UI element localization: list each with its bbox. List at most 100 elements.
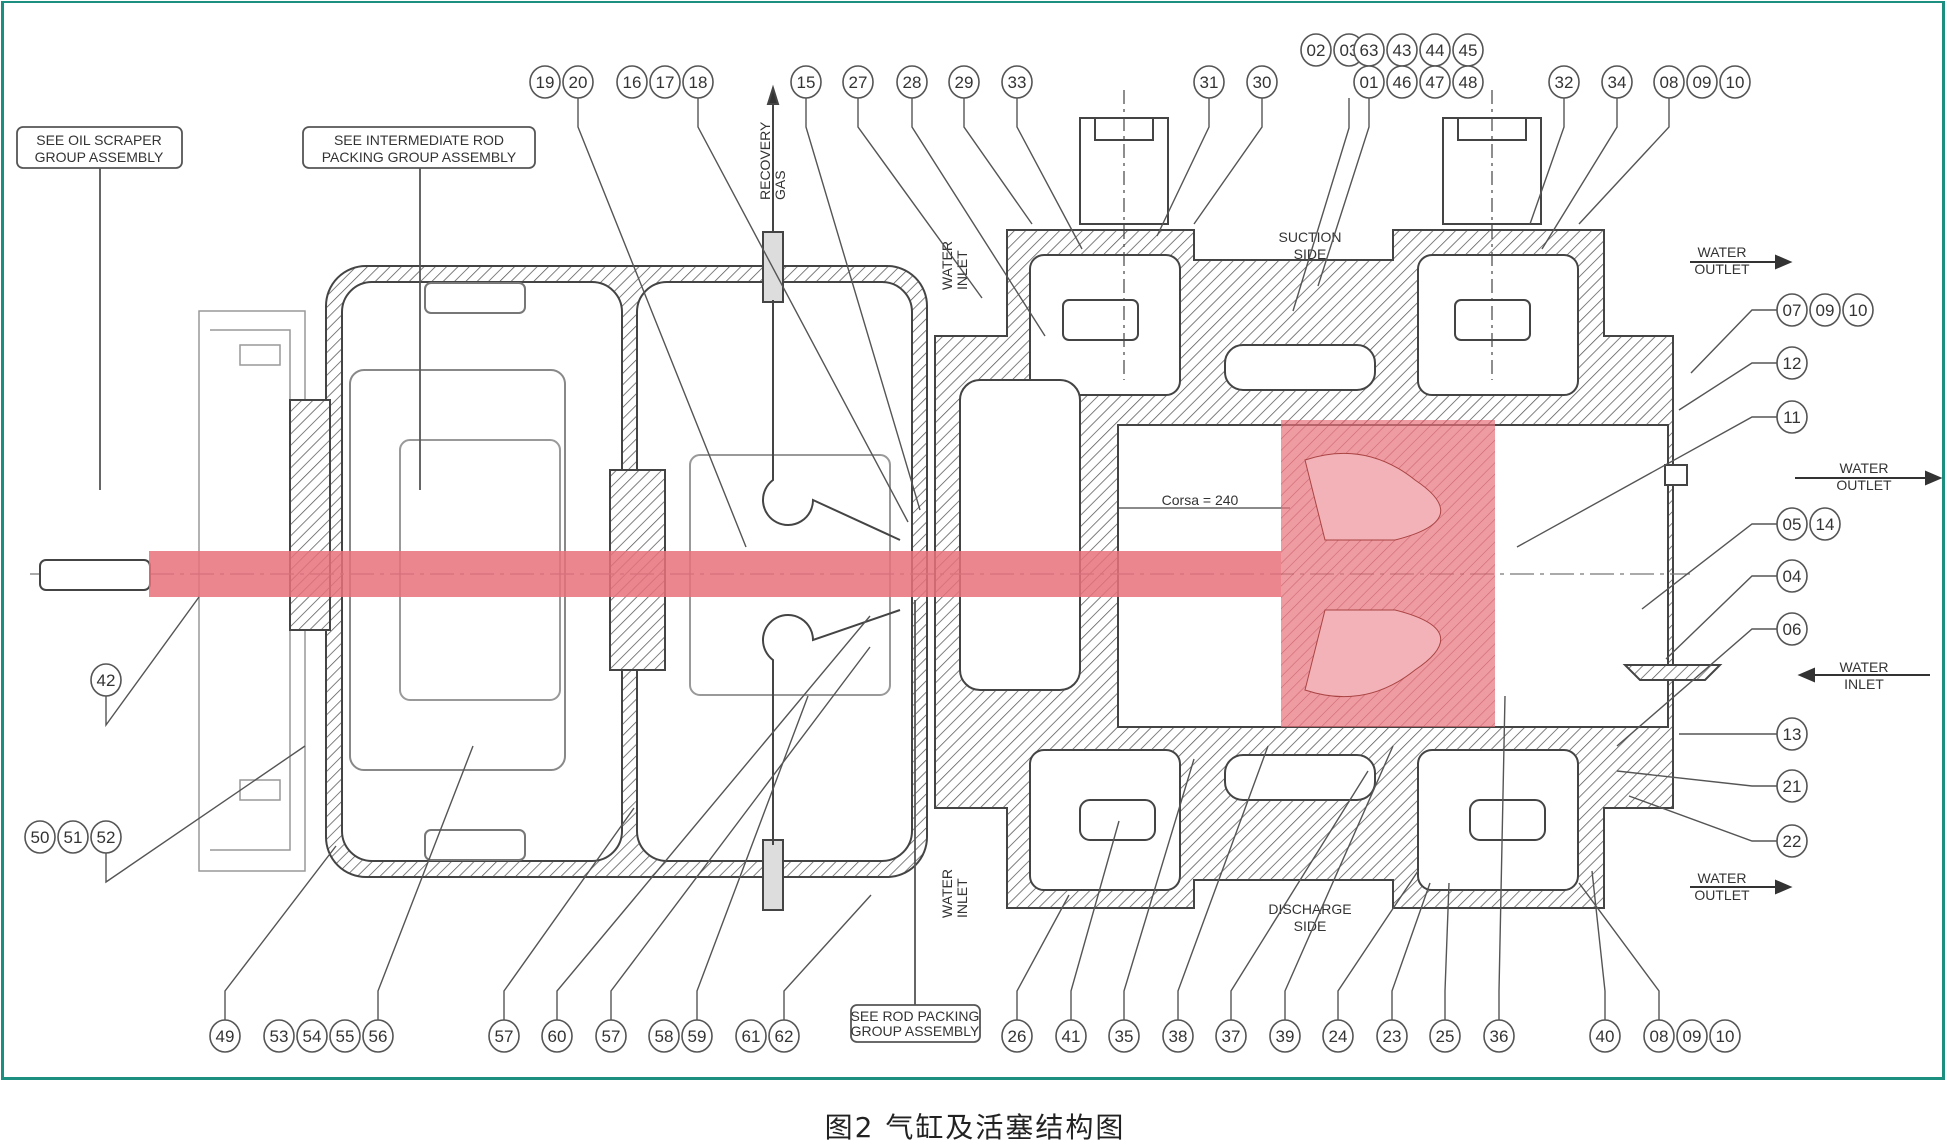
leader-line xyxy=(1541,97,1618,250)
callout-circle xyxy=(263,1019,295,1053)
callout-number: 16 xyxy=(623,73,642,92)
water-inlet-top-label: WATER xyxy=(939,241,955,290)
callout-circle xyxy=(1601,65,1633,99)
callout-circle xyxy=(1842,293,1874,327)
callout-number: 33 xyxy=(1008,73,1027,92)
callout-number: 29 xyxy=(955,73,974,92)
callout-circle xyxy=(1809,507,1841,541)
callout-group: 06 xyxy=(1616,612,1808,747)
leader-line xyxy=(1498,695,1506,1021)
callout-number: 46 xyxy=(1393,73,1412,92)
callout-circle xyxy=(1548,65,1580,99)
callout-circle xyxy=(1322,1019,1354,1053)
callout-number: 61 xyxy=(742,1027,761,1046)
callout-number: 50 xyxy=(31,828,50,847)
callout-number: 53 xyxy=(270,1027,289,1046)
leader-line xyxy=(1123,758,1195,1021)
water-inlet-bottom-label: WATER xyxy=(939,869,955,918)
callout-circle xyxy=(1429,1019,1461,1053)
callout-number: 08 xyxy=(1660,73,1679,92)
leader-line xyxy=(1193,97,1263,225)
callout-number: 49 xyxy=(216,1027,235,1046)
callout-circle xyxy=(1001,65,1033,99)
leader-line xyxy=(696,695,809,1021)
callout-number: 22 xyxy=(1783,832,1802,851)
callout-number: 09 xyxy=(1693,73,1712,92)
callout-number: 51 xyxy=(64,828,83,847)
leader-line xyxy=(1230,770,1369,1021)
callout-circle xyxy=(1589,1019,1621,1053)
callout-circle xyxy=(595,1019,627,1053)
callout-circle xyxy=(649,65,681,99)
leader-line xyxy=(1292,98,1350,312)
callout-number: 14 xyxy=(1816,515,1835,534)
leader-line xyxy=(1016,894,1070,1021)
leader-line xyxy=(1444,882,1450,1021)
callout-number: 04 xyxy=(1783,567,1802,586)
discharge-side-label: DISCHARGE xyxy=(1268,901,1351,917)
callout-number: 31 xyxy=(1200,73,1219,92)
leader-line xyxy=(224,845,337,1021)
leader-line xyxy=(503,807,635,1021)
callout-number: 01 xyxy=(1360,73,1379,92)
leader-line xyxy=(1665,575,1777,660)
intermediate-rod-note: SEE INTERMEDIATE ROD xyxy=(334,132,504,148)
callout-group: 50 51 52 xyxy=(24,745,306,884)
callout-number: 28 xyxy=(903,73,922,92)
callout-number: 13 xyxy=(1783,725,1802,744)
callout-number: 06 xyxy=(1783,620,1802,639)
leader-line xyxy=(1529,97,1565,225)
callout-circle xyxy=(1108,1019,1140,1053)
callout-number: 10 xyxy=(1726,73,1745,92)
leader-line xyxy=(1337,870,1419,1021)
leader-line xyxy=(105,596,200,728)
callout-circle xyxy=(648,1019,680,1053)
leader-line xyxy=(1516,416,1777,548)
callout-circle xyxy=(842,65,874,99)
callout-circle xyxy=(541,1019,573,1053)
callout-group: 04 xyxy=(1665,559,1808,660)
callout-circle xyxy=(1686,65,1718,99)
callout-number: 17 xyxy=(656,73,675,92)
leader-line xyxy=(1284,745,1394,1021)
leader-line xyxy=(1317,97,1370,287)
callout-circle xyxy=(1643,1019,1675,1053)
callout-circle xyxy=(1809,293,1841,327)
callout-circle xyxy=(1376,1019,1408,1053)
callout-number: 32 xyxy=(1555,73,1574,92)
callout-group: 15 xyxy=(790,65,921,511)
callout-circle xyxy=(896,65,928,99)
callout-circle xyxy=(90,820,122,854)
callout-circle xyxy=(1246,65,1278,99)
callout-circle xyxy=(1055,1019,1087,1053)
callout-number: 42 xyxy=(97,671,116,690)
leader-line xyxy=(105,745,306,884)
leader-line xyxy=(805,97,921,511)
callout-number: 54 xyxy=(303,1027,322,1046)
leader-line xyxy=(377,745,474,1021)
callout-number: 52 xyxy=(97,828,116,847)
note-boxes xyxy=(16,126,981,1043)
callout-circle xyxy=(768,1019,800,1053)
callout-circle xyxy=(1353,65,1385,99)
callout-group: 08 09 10 xyxy=(1578,65,1751,225)
callout-number: 08 xyxy=(1650,1027,1669,1046)
leader-line xyxy=(1177,745,1269,1021)
callout-number: 36 xyxy=(1490,1027,1509,1046)
water-outlet-top-label: WATER xyxy=(1698,244,1747,260)
callout-group: 23 xyxy=(1376,882,1431,1053)
callout-number: 56 xyxy=(369,1027,388,1046)
callout-number: 20 xyxy=(569,73,588,92)
callout-circle xyxy=(1483,1019,1515,1053)
callout-group: 34 xyxy=(1541,65,1633,250)
callout-number: 26 xyxy=(1008,1027,1027,1046)
callout-group: 32 xyxy=(1529,65,1580,225)
callout-group: 25 xyxy=(1429,882,1461,1053)
callout-group: 24 xyxy=(1322,870,1419,1053)
oil-scraper-note: GROUP ASSEMBLY xyxy=(35,149,164,165)
water-inlet-bottom-label: INLET xyxy=(954,878,970,918)
callout-circle xyxy=(488,1019,520,1053)
